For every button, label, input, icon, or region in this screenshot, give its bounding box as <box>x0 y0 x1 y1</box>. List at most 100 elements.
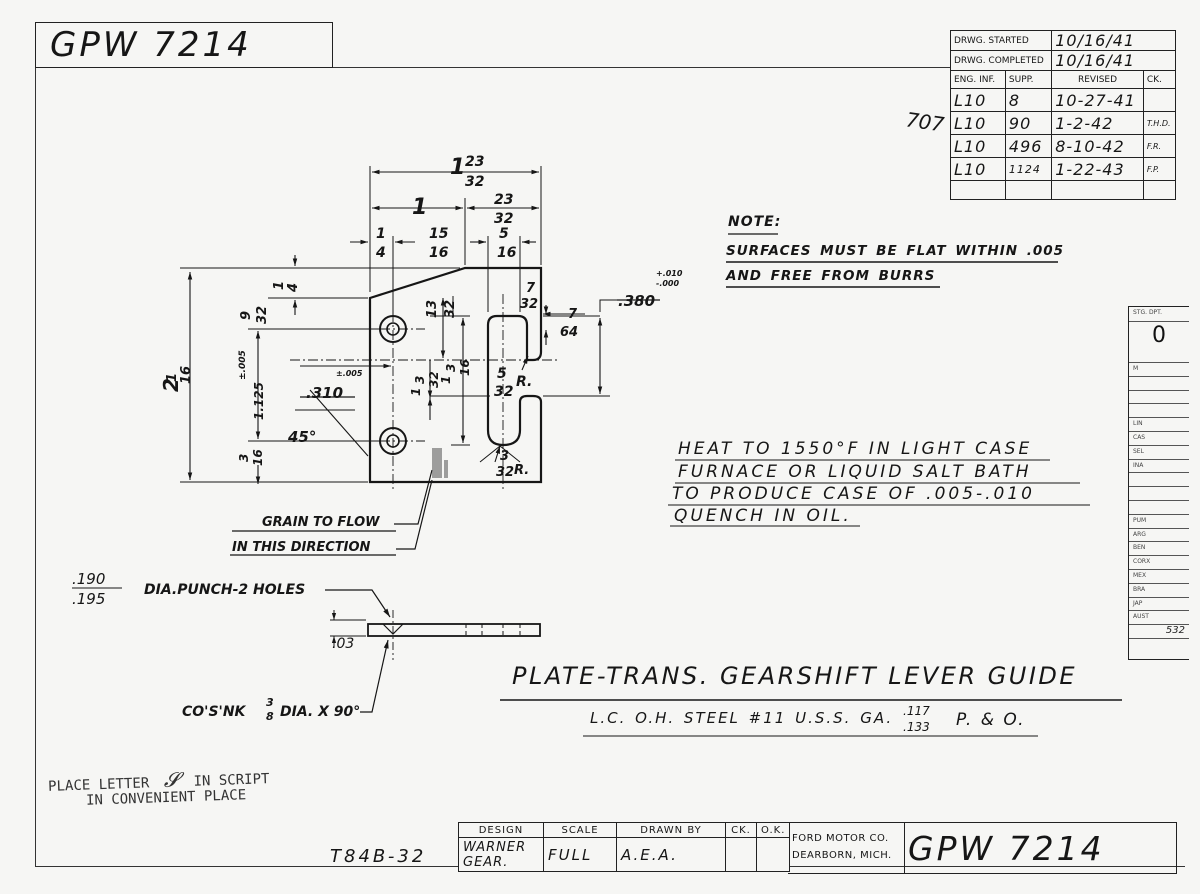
dim-overall-num: 23 <box>465 154 484 170</box>
csink-num: 3 <box>266 696 274 709</box>
dim-thickness: .03 <box>332 636 354 652</box>
hole-dia-top: .190 <box>72 570 105 588</box>
drawing-number-top: GPW 7214 <box>50 25 252 65</box>
dim-r3-num: 3 <box>500 449 509 464</box>
heat-line3: TO PRODUCE CASE OF .005-.010 <box>672 484 1035 504</box>
dim-310-tol: ±.005 <box>336 369 363 378</box>
drawing-number-bottom: GPW 7214 <box>908 829 1105 868</box>
rev-row: L10 90 1-2-42 T.H.D. <box>950 111 1177 135</box>
tb-header: O.K. <box>755 822 791 838</box>
rev-date: 1-22-43 <box>1051 157 1144 181</box>
dim-radius-num: 5 <box>497 366 507 382</box>
tb-value-row: WARNER GEAR. FULL A.E.A. <box>458 837 791 872</box>
dim-seven32-num: 7 <box>526 281 536 296</box>
part-title: PLATE-TRANS. GEARSHIFT LEVER GUIDE <box>512 662 1078 690</box>
material-text: L.C. O.H. STEEL #11 U.S.S. GA. <box>590 709 894 727</box>
dim-top14-num: 1 <box>272 281 287 290</box>
dim-overall-whole: 1 <box>450 155 465 180</box>
materials-column: STG. DPT. 0 M LIN CAS SEL INA PUM ARG BE… <box>1128 306 1189 660</box>
revision-table: DRWG. STARTED 10/16/41 DRWG. COMPLETED 1… <box>949 30 1177 200</box>
rev-date: 1-2-42 <box>1051 111 1144 135</box>
dim-r3-suffix: R. <box>514 463 529 478</box>
dim-height-whole: 2 <box>159 378 183 392</box>
company-line2: DEARBORN, MICH. <box>792 850 892 861</box>
tb-scale: FULL <box>543 837 617 872</box>
mat-item: JAP <box>1129 598 1189 612</box>
mat-item: CORX <box>1129 556 1189 570</box>
hole-dia-bottom: .195 <box>72 590 105 608</box>
mat-item: CAS <box>1129 432 1189 446</box>
note-line1: SURFACES MUST BE FLAT WITHIN .005 <box>726 243 1065 259</box>
rev-header-row: ENG. INF. SUPP. REVISED CK. <box>950 70 1177 89</box>
dim-fifteen-den: 16 <box>429 245 449 261</box>
material-gauge-den: .133 <box>903 720 930 734</box>
tb-code: T84B-32 <box>330 846 427 867</box>
tb-company: FORD MOTOR CO. DEARBORN, MICH. <box>788 822 905 874</box>
tb-header: DESIGN <box>458 822 544 838</box>
dim-seven64-den: 64 <box>560 325 578 340</box>
mat-item: LIN <box>1129 418 1189 432</box>
rev-header: CK. <box>1142 70 1177 89</box>
tb-drawn-by: A.E.A. <box>616 837 726 872</box>
mat-value: 0 <box>1129 322 1189 363</box>
tb-drawing-number-box: GPW 7214 <box>904 822 1177 874</box>
csink-suffix: DIA. X 90° <box>280 704 360 720</box>
rev-ck: F.P. <box>1142 157 1177 181</box>
csink-prefix: CO'S'NK <box>182 704 247 720</box>
dim-radius-den: 32 <box>494 384 513 400</box>
grain-line2: IN THIS DIRECTION <box>232 540 371 555</box>
mat-item: ARG <box>1129 529 1189 543</box>
plate-edge-view <box>367 623 541 637</box>
dim-1332-whole: 1 <box>409 388 423 396</box>
tb-header: SCALE <box>543 822 617 838</box>
heat-line2: FURNACE OR LIQUID SALT BATH <box>678 462 1032 482</box>
dim-radius-suffix: R. <box>516 374 532 390</box>
title-block: DESIGN SCALE DRAWN BY CK. O.K. WARNER GE… <box>458 822 791 872</box>
dim-310: .310 <box>306 384 343 402</box>
tb-ck <box>725 837 757 872</box>
rev-eng: L10 <box>950 88 1006 112</box>
mat-item: PUM <box>1129 515 1189 529</box>
dim-five16-num: 5 <box>499 226 509 242</box>
sheet-border-left <box>35 67 36 867</box>
rev-date: 8-10-42 <box>1051 134 1144 158</box>
tb-header: CK. <box>725 822 757 838</box>
mat-item: M <box>1129 363 1189 377</box>
mat-item <box>1129 404 1189 419</box>
dim-height-den: 16 <box>179 366 194 384</box>
rev-eng: L10 <box>950 134 1006 158</box>
note-title: NOTE: <box>728 214 782 230</box>
rev-supp: 90 <box>1004 111 1053 135</box>
dim-quarter-den: 4 <box>375 245 386 261</box>
mat-item <box>1129 501 1189 515</box>
dim-angle: 45° <box>287 428 316 446</box>
mat-item: INA <box>1129 460 1189 474</box>
dim-top14-den: 4 <box>286 283 301 293</box>
dim-nine-den: 32 <box>255 306 270 324</box>
dim-hole-tol: ±.005 <box>238 350 248 380</box>
note-line2: AND FREE FROM BURRS <box>726 268 936 284</box>
sheet-border-top <box>35 67 1155 68</box>
mat-item: 532 <box>1129 625 1189 639</box>
dim-bot316-num: 3 <box>237 454 251 462</box>
rev-row: L10 496 8-10-42 F.R. <box>950 134 1177 158</box>
mat-item <box>1129 391 1189 405</box>
dim-fifteen-num: 15 <box>429 226 449 242</box>
mat-item <box>1129 487 1189 501</box>
grain-line1: GRAIN TO FLOW <box>262 515 380 530</box>
material-suffix: P. & O. <box>956 710 1026 730</box>
dim-1332-den: 32 <box>427 371 441 388</box>
dim-1316-whole: 1 <box>439 376 453 384</box>
dim-one: 1 <box>412 195 427 220</box>
mat-item <box>1129 473 1189 488</box>
tb-header: DRAWN BY <box>616 822 726 838</box>
mat-item <box>1129 377 1189 391</box>
dim-tol-top: +.010 <box>656 269 683 278</box>
dim-1316-num: 3 <box>444 364 458 372</box>
dim-thirteen-den: 32 <box>443 300 458 318</box>
tb-ok <box>755 837 791 872</box>
completed-value: 10/16/41 <box>1051 50 1176 71</box>
tb-design: WARNER GEAR. <box>458 837 544 872</box>
material-gauge-num: .117 <box>903 704 930 718</box>
